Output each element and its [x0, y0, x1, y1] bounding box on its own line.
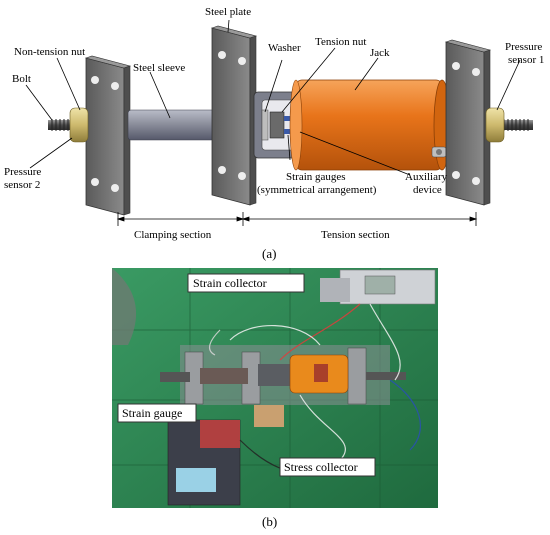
photo-label-stress-collector-text: Stress collector — [284, 460, 358, 474]
jack-nozzle — [431, 146, 447, 158]
jack — [289, 79, 451, 171]
tension-nut — [269, 111, 285, 139]
photo-label-stress-collector: Stress collector — [279, 457, 376, 477]
photo-wheel — [112, 268, 137, 345]
caption-b: (b) — [262, 514, 277, 529]
label-non-tension-nut: Non-tension nut — [14, 46, 85, 58]
middle-steel-plate — [210, 25, 258, 206]
label-steel-sleeve: Steel sleeve — [133, 62, 185, 74]
right-steel-plate — [444, 39, 492, 206]
caption-a: (a) — [262, 246, 276, 261]
label-washer: Washer — [268, 42, 301, 54]
leader-lines — [25, 19, 521, 176]
label-bolt: Bolt — [12, 73, 31, 85]
diagram-a: Steel plate Non-tension nut Bolt Steel s… — [4, 6, 544, 261]
label-pressure-sensor-2-line2: sensor 2 — [4, 179, 40, 191]
label-pressure-sensor-1-line2: sensor 1 — [508, 54, 544, 66]
photo-label-strain-collector-text: Strain collector — [193, 276, 267, 290]
left-steel-plate — [84, 55, 132, 216]
photo-wires — [208, 303, 421, 475]
strain-gauge-marks — [284, 116, 292, 134]
photo-label-strain-gauge-text: Strain gauge — [122, 406, 182, 420]
photo-label-strain-collector: Strain collector — [187, 273, 305, 293]
label-clamping-section: Clamping section — [134, 229, 212, 241]
label-strain-gauges-line2: (symmetrical arrangement) — [257, 184, 377, 196]
label-tension-nut: Tension nut — [315, 36, 366, 48]
photo-b: Strain collector Strain gauge Stress col… — [112, 268, 438, 529]
label-jack: Jack — [370, 47, 390, 59]
label-steel-plate: Steel plate — [205, 6, 251, 18]
photo-stress-collector-device — [167, 405, 284, 506]
photo-label-strain-gauge: Strain gauge — [117, 403, 197, 423]
label-pressure-sensor-2-line1: Pressure — [4, 166, 41, 178]
steel-sleeve — [127, 109, 217, 141]
label-pressure-sensor-1-line1: Pressure — [505, 41, 542, 53]
photo-strain-collector-device — [320, 269, 436, 305]
pressure-sensor-1 — [485, 107, 505, 143]
washer — [261, 109, 269, 141]
dimension-line — [116, 212, 478, 226]
label-strain-gauges-line1: Strain gauges — [286, 171, 346, 183]
label-auxiliary-line1: Auxiliary — [405, 171, 448, 183]
label-tension-section: Tension section — [321, 229, 390, 241]
photo-test-rig — [160, 345, 406, 405]
label-auxiliary-line2: device — [413, 184, 442, 196]
pressure-sensor-2 — [69, 107, 89, 143]
